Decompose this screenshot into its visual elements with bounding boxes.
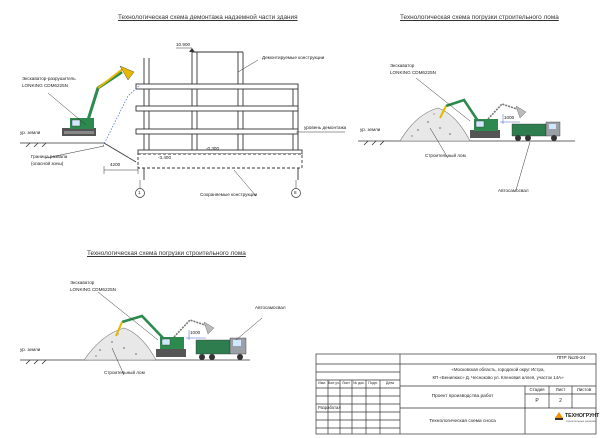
stamp-sheets-header: Листов xyxy=(576,387,592,392)
stamp-col-date: Дата xyxy=(386,381,394,385)
stamp-logo-sub: строительные решения xyxy=(566,419,597,423)
danger-zone-boundary xyxy=(102,84,141,147)
dump-truck-icon-3 xyxy=(195,337,247,360)
scrap-label-2: Строительный лом xyxy=(425,153,466,158)
dimension-4200 xyxy=(103,166,139,174)
axis-right-label: 8 xyxy=(294,190,297,195)
scheme2-title: Технологическая схема погрузки строитель… xyxy=(400,14,559,21)
excavator-destroyer-icon xyxy=(62,65,135,136)
scrap-pile-texture-2 xyxy=(411,113,451,137)
demolition-level-label: уровень демонтажа xyxy=(304,125,347,130)
truck-label-2: Автосамосвал xyxy=(498,188,529,193)
title-block xyxy=(315,353,597,435)
stamp-sheet: 2 xyxy=(559,398,562,404)
dump-truck-icon-2 xyxy=(511,121,561,141)
axis-circle-left xyxy=(135,188,145,198)
kept-label: Сохраняемые конструкции xyxy=(200,192,258,197)
excavator1-label-1: Экскаватор-разрушитель xyxy=(22,76,76,81)
excavator3-label-1: Экскаватор xyxy=(70,280,95,285)
dim-1000-3: 1000 xyxy=(190,330,201,335)
leader-lines-1 xyxy=(45,59,259,197)
stamp-stage: Р xyxy=(535,398,539,404)
stamp-sheet-header: Лист xyxy=(555,387,566,392)
scheme1-title: Технологическая схема демонтажа надземно… xyxy=(118,14,298,21)
truck-label-3: Автосамосвал xyxy=(255,305,286,310)
dimension-1000-3 xyxy=(186,330,206,340)
stamp-code: ППР №29-24 xyxy=(556,356,586,361)
stamp-col-kol: Кол.уч. xyxy=(328,381,340,385)
stamp-logo: ТЕХНОГРУНТ xyxy=(565,413,600,419)
building-section xyxy=(135,51,303,180)
leader-lines-2 xyxy=(415,77,531,191)
dim-4200: 4200 xyxy=(110,162,121,167)
ground-label-3: ур. земли xyxy=(20,347,41,352)
scrap-label-3: Строительный лом xyxy=(104,370,145,375)
excavator-icon-2 xyxy=(439,98,527,138)
excavator1-label-2: LONKING CDM6225N xyxy=(22,83,68,88)
excavator3-label-2: LONKING CDM6225N xyxy=(70,287,116,292)
stamp-address-2: КП «Бенилюкс» Д. Чесноково ул. Кленовая … xyxy=(432,375,564,380)
boundary-label-2: (опасной зоны) xyxy=(31,161,64,166)
scrap-pile-2 xyxy=(399,107,471,142)
ground-line-3 xyxy=(20,359,250,365)
boundary-label-1: Граница развала xyxy=(31,154,68,159)
ground-line-2 xyxy=(358,140,575,146)
height-mark-icon xyxy=(176,47,195,52)
stamp-stage-header: Стадия xyxy=(529,387,545,392)
axis-left-label: 1 xyxy=(138,190,141,195)
ground-label-1: ур. земли xyxy=(20,130,41,135)
stamp-project: Проект производства работ xyxy=(431,394,494,399)
stamp-col-sign: Подп. xyxy=(368,381,378,385)
stamp-developed: Разработал xyxy=(318,405,341,410)
ground-label-2: ур. земли xyxy=(360,127,381,132)
excavator2-label-2: LONKING CDM6225N xyxy=(390,70,436,75)
ground-line-1 xyxy=(20,142,137,163)
mark-3400: -3.400 xyxy=(158,155,172,160)
stamp-sheet-title: Технологическая схема сноса xyxy=(429,419,496,424)
leader-lines-3 xyxy=(97,291,263,376)
scrap-pile-texture-3 xyxy=(95,333,137,357)
dim-1000-2: 1000 xyxy=(504,115,515,120)
dimension-1000-2 xyxy=(500,114,520,124)
stamp-address-1: «Московская область, городской округ Ист… xyxy=(451,367,545,372)
stamp-col-list: Лист xyxy=(342,381,350,385)
scheme3-title: Технологическая схема погрузки строитель… xyxy=(87,250,246,257)
demolish-label: Демонтируемые конструкции xyxy=(262,55,325,60)
excavator2-label-1: Экскаватор xyxy=(390,63,415,68)
stamp-col-izm: Изм. xyxy=(318,381,326,385)
tekhnogrunt-logo-icon xyxy=(555,412,563,420)
mark-0300: -0.300 xyxy=(206,146,220,151)
height-mark: 10.900 xyxy=(176,42,191,47)
axis-circle-right xyxy=(291,188,301,198)
excavator-icon-3 xyxy=(115,314,215,357)
stamp-col-doc: № док. xyxy=(353,381,365,385)
scrap-pile-3 xyxy=(83,327,157,361)
